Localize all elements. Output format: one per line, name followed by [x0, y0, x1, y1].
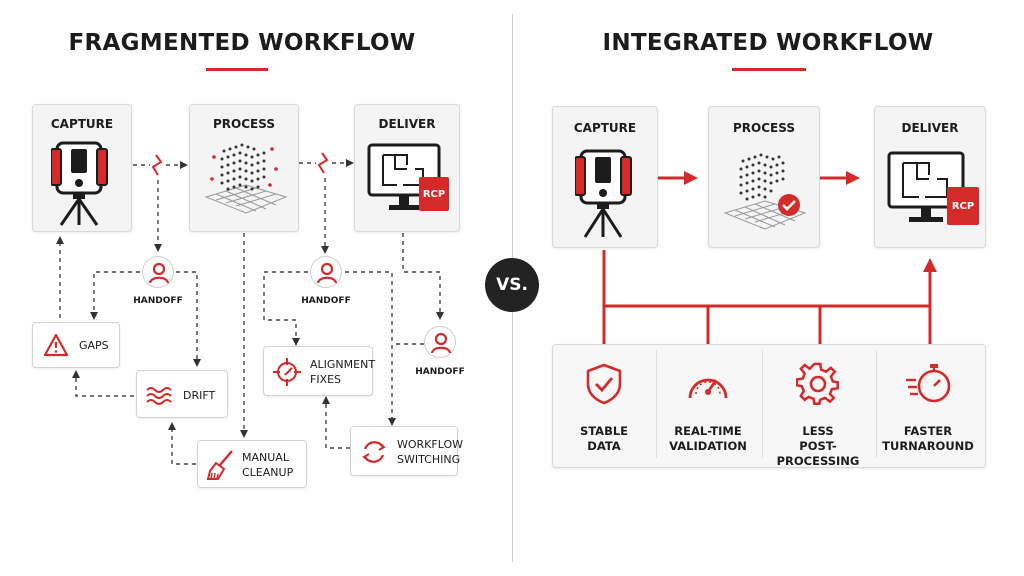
alignment-fixes-box: ALIGNMENT FIXES	[263, 346, 376, 396]
laser-scanner-icon	[51, 141, 108, 226]
benefit-faster-turnaround: FASTER TURNAROUND	[882, 424, 974, 453]
gaps-label: GAPS	[79, 339, 109, 352]
person-icon	[430, 332, 452, 354]
right-capture-label: CAPTURE	[573, 121, 637, 135]
manual-cleanup-label: MANUAL CLEANUP	[242, 451, 294, 479]
left-capture-card: CAPTURE	[32, 104, 132, 232]
right-deliver-card: DELIVER RCP	[874, 106, 986, 248]
point-cloud-icon	[204, 143, 288, 214]
benefit-divider	[762, 350, 763, 458]
benefit-divider	[876, 350, 877, 458]
left-title: FRAGMENTED WORKFLOW	[68, 30, 416, 56]
alignment-fixes-label: ALIGNMENT FIXES	[310, 358, 376, 386]
right-title-underline	[732, 68, 806, 71]
gaps-box: GAPS	[32, 322, 120, 368]
left-deliver-label: DELIVER	[378, 117, 436, 131]
left-process-card: PROCESS	[189, 104, 299, 232]
person-icon	[148, 262, 170, 284]
stopwatch-icon	[906, 364, 951, 403]
drift-label: DRIFT	[183, 389, 216, 402]
rcp-badge: RCP	[951, 201, 975, 212]
wave-icon	[146, 387, 172, 405]
right-deliver-label: DELIVER	[901, 121, 959, 135]
laser-scanner-icon	[575, 149, 632, 238]
check-badge	[778, 194, 800, 216]
vs-badge: VS.	[485, 258, 539, 312]
monitor-floorplan-icon	[887, 151, 965, 222]
left-process-label: PROCESS	[213, 117, 275, 131]
handoff-icon-1	[142, 256, 174, 288]
manual-cleanup-box: MANUAL CLEANUP	[197, 440, 307, 488]
benefit-real-time-validation: REAL-TIME VALIDATION	[669, 424, 747, 453]
warning-icon	[43, 333, 69, 357]
handoff-icon-3	[424, 326, 456, 358]
left-capture-label: CAPTURE	[50, 117, 114, 131]
rcp-file-icon	[419, 177, 449, 211]
left-deliver-card: DELIVER RCP	[354, 104, 460, 232]
rcp-badge: RCP	[422, 189, 446, 200]
cycle-arrows-icon	[362, 441, 386, 463]
rcp-file-icon	[947, 187, 979, 225]
workflow-switching-label: WORKFLOW SWITCHING	[397, 438, 463, 466]
point-cloud-icon	[723, 153, 807, 230]
handoff-icon-2	[310, 256, 342, 288]
handoff-label-1: HANDOFF	[133, 296, 183, 306]
right-capture-card: CAPTURE	[552, 106, 658, 248]
right-process-card: PROCESS	[708, 106, 820, 248]
workflow-switching-box: WORKFLOW SWITCHING	[350, 426, 463, 476]
benefits-panel	[552, 344, 986, 468]
handoff-label-2: HANDOFF	[301, 296, 351, 306]
gauge-icon	[688, 378, 728, 399]
benefit-stable-data: STABLE DATA	[579, 424, 629, 453]
crosshair-icon	[273, 358, 301, 386]
left-title-underline	[206, 68, 268, 71]
right-process-label: PROCESS	[733, 121, 795, 135]
benefit-less-post-processing: LESS POST-PROCESSING	[776, 424, 860, 468]
broom-icon	[206, 450, 233, 480]
shield-check-icon	[586, 363, 622, 405]
benefit-divider	[656, 350, 657, 458]
gear-icon	[796, 362, 839, 405]
handoff-label-3: HANDOFF	[415, 367, 465, 377]
drift-box: DRIFT	[136, 370, 228, 418]
person-icon	[316, 262, 338, 284]
right-title: INTEGRATED WORKFLOW	[602, 30, 934, 56]
